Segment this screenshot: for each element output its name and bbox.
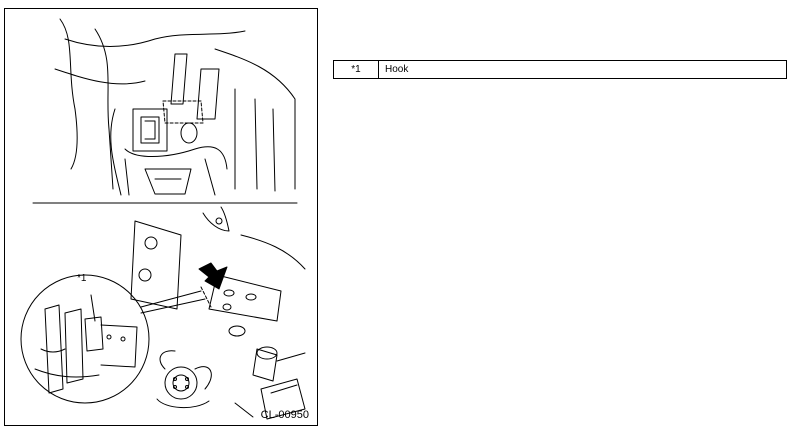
callout-label: *1 bbox=[77, 273, 87, 284]
direction-arrow bbox=[198, 262, 228, 290]
illustration-panel: *1 CL-00950 bbox=[4, 8, 318, 426]
legend-table: *1 Hook bbox=[333, 60, 787, 79]
legend-key: *1 bbox=[333, 60, 379, 79]
callout-leader bbox=[90, 294, 96, 322]
detail-circle bbox=[20, 274, 150, 404]
technical-drawing bbox=[20, 18, 306, 420]
lower-view bbox=[20, 206, 306, 420]
legend-label: Hook bbox=[378, 60, 787, 79]
table-row: *1 Hook bbox=[333, 60, 787, 79]
upper-view bbox=[54, 18, 296, 196]
figure-code: CL-00950 bbox=[260, 409, 309, 421]
